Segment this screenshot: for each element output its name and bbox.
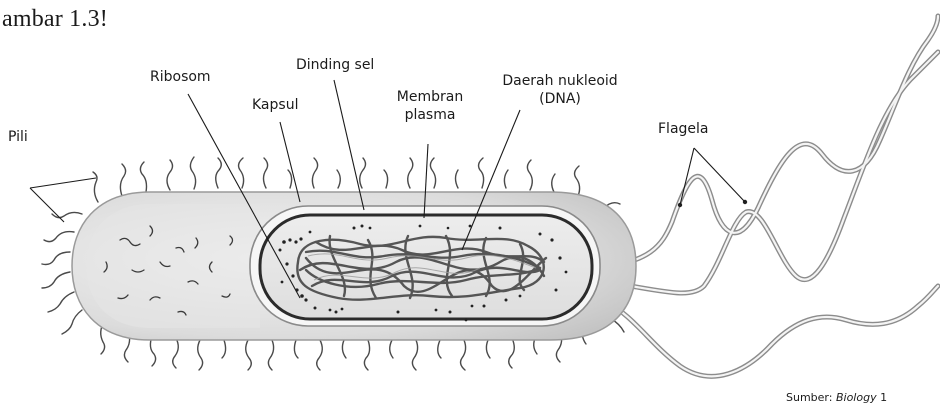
source-title: Biology (836, 391, 877, 404)
leader-pili-a (30, 178, 96, 188)
source-credit: Sumber: Biology 1 (786, 391, 887, 404)
label-daerah-nukleoid: Daerah nukleoid (DNA) (490, 72, 630, 108)
flagella (598, 16, 938, 376)
label-nukleoid-line2: (DNA) (490, 90, 630, 108)
flagellum-lower (604, 286, 938, 376)
plasma-membrane (260, 215, 592, 319)
flagellum-middle (606, 52, 938, 293)
label-ribosom: Ribosom (150, 68, 211, 86)
label-dinding-sel: Dinding sel (296, 56, 374, 74)
label-membran-line1: Membran (384, 88, 476, 106)
leader-dinding-sel (334, 80, 364, 210)
label-nukleoid-line1: Daerah nukleoid (490, 72, 630, 90)
label-flagela: Flagela (658, 120, 709, 138)
source-suffix: 1 (880, 391, 887, 404)
label-membran-plasma: Membran plasma (384, 88, 476, 124)
label-pili: Pili (8, 128, 28, 146)
leader-kapsul (280, 122, 300, 202)
label-kapsul: Kapsul (252, 96, 298, 114)
source-prefix: Sumber: (786, 391, 832, 404)
label-membran-line2: plasma (384, 106, 476, 124)
leader-pili-b (30, 188, 64, 222)
